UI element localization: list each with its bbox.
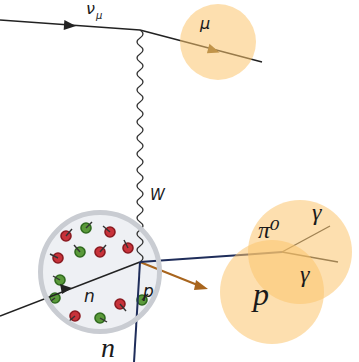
neutrino-symbol: ν xyxy=(86,1,95,17)
circle-outline xyxy=(180,4,256,80)
particle-label: n xyxy=(84,288,95,305)
nucleons xyxy=(48,222,148,323)
particle-label: μ xyxy=(200,16,210,32)
particle-label: γ xyxy=(312,200,321,224)
particle-label: γ xyxy=(300,262,309,286)
boson-label: W xyxy=(150,188,165,203)
neutron-label: n xyxy=(101,334,115,362)
nucleus-circle: np xyxy=(38,210,162,334)
neutrino-flavour-subscript: μ xyxy=(96,11,102,21)
circle-outline xyxy=(38,210,162,334)
nucleus-fill xyxy=(40,212,160,332)
muon-circle: μ xyxy=(180,4,256,80)
particle-label: π⁰ xyxy=(258,218,280,242)
particle-label: p xyxy=(143,283,154,300)
particle-lines xyxy=(0,20,338,362)
particle-label: p xyxy=(253,278,269,310)
